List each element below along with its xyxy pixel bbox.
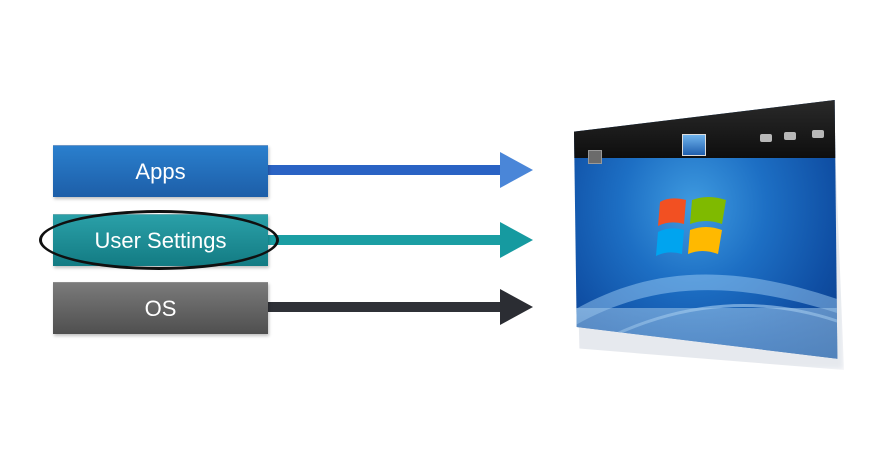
windows-desktop-icon [568,98,848,370]
apps-layer-box: Apps [53,145,268,197]
toolbar-icon [784,132,796,140]
arrow-apps [268,152,533,188]
arrow-settings-shaft [268,235,506,245]
toolbar-icon [760,134,772,142]
arrow-os [268,289,533,325]
desktop-thumbnail-icon [682,134,706,156]
windows-desktop-screen [574,100,838,359]
user-settings-label: User Settings [94,227,227,253]
toolbar-icon [812,130,824,138]
arrow-apps-shaft [268,165,506,175]
os-label: OS [144,295,177,321]
arrow-settings [268,222,533,258]
arrow-settings-head [500,222,533,258]
user-settings-layer-box: User Settings [53,214,268,266]
app-tile-icon [588,150,602,164]
arrow-os-shaft [268,302,506,312]
windows-logo-icon [656,197,726,256]
arrow-os-head [500,289,533,325]
os-layer-box: OS [53,282,268,334]
arrow-apps-head [500,152,533,188]
apps-label: Apps [135,158,186,184]
viewer-toolbar [574,100,838,158]
